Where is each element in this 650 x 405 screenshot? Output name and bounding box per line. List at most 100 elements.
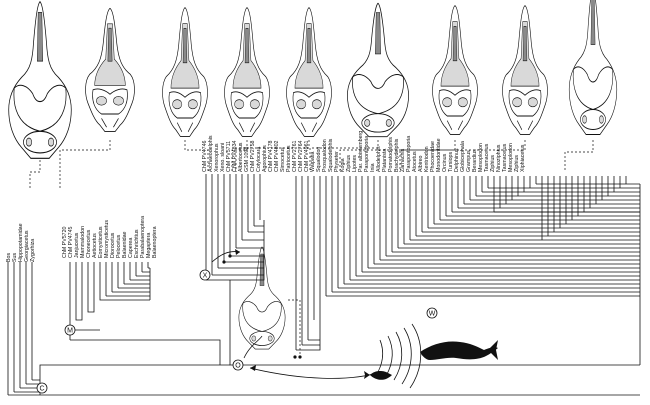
taxon-label: Chonecetus bbox=[86, 229, 92, 258]
taxon-label: Xenorophus bbox=[214, 143, 220, 172]
node-m: M bbox=[64, 324, 76, 336]
taxon-label: Grampus bbox=[466, 150, 472, 172]
node-o: O bbox=[232, 359, 244, 371]
node-c: C bbox=[36, 382, 48, 394]
taxon-label: Kentriodon bbox=[424, 146, 430, 172]
skull-kentriodon bbox=[502, 5, 548, 135]
taxon-label: Monodontidae bbox=[436, 138, 442, 172]
taxon-label: ChM PV4834 bbox=[232, 140, 238, 172]
taxon-label: ChM PV2761 bbox=[292, 140, 298, 172]
taxon-label: Orcinus bbox=[442, 153, 448, 172]
taxon-label: ChM PV4745 bbox=[68, 226, 74, 258]
taxon-label: Parapontoporia bbox=[406, 136, 412, 172]
taxon-label: Atocetus bbox=[412, 151, 418, 172]
phylogenetic-tree bbox=[7, 174, 641, 396]
taxon-label: ChM PV5711 bbox=[226, 141, 232, 172]
taxon-label: Parabalaenoptera bbox=[140, 216, 146, 258]
svg-text:O: O bbox=[235, 363, 241, 370]
taxon-label: Ziphius bbox=[490, 155, 496, 172]
taxon-label: Georgiacetus bbox=[24, 230, 30, 262]
skull-archaeodelphis bbox=[162, 7, 208, 137]
taxon-label: Tursiops bbox=[448, 152, 454, 172]
taxon-label: Kogia bbox=[340, 158, 346, 172]
taxon-label: ChM PV2764 bbox=[298, 140, 304, 172]
skull-patriocetus bbox=[346, 2, 410, 138]
skull-zygorhiza bbox=[8, 1, 72, 159]
whale-silhouette-icon bbox=[420, 340, 498, 360]
taxon-label: Ziphius bbox=[514, 155, 520, 172]
taxon-label: Waipatia bbox=[310, 152, 316, 172]
taxon-label: Agorophius bbox=[262, 145, 268, 172]
taxon-label: Xiphiacetus bbox=[520, 144, 526, 172]
taxon-label: Squalodon bbox=[316, 147, 322, 172]
taxon-label: Bos bbox=[6, 253, 12, 262]
taxon-label: Allodelphis bbox=[376, 146, 382, 172]
taxon-label: Ninoziphius bbox=[496, 144, 502, 172]
taxon-label: ChM PV2758 bbox=[250, 140, 256, 172]
taxon-label: Archaeodelphis bbox=[208, 135, 214, 172]
taxon-label: ChM PV4961 bbox=[304, 140, 310, 172]
taxon-label: Diorocetus bbox=[110, 232, 116, 258]
taxon-label: Patriocetus bbox=[286, 145, 292, 172]
taxon-label: Micromysticetus bbox=[104, 220, 110, 258]
taxon-label: Eomysticetus bbox=[98, 226, 104, 258]
taxon-label: Aetiocetus bbox=[92, 233, 98, 258]
taxon-label: ChM PV5720 bbox=[62, 226, 68, 258]
taxon-label: Albireo bbox=[418, 155, 424, 172]
taxon-label: Tasmacetus bbox=[484, 143, 490, 172]
taxon-label: Pomatodelphis bbox=[388, 137, 394, 172]
svg-text:M: M bbox=[67, 328, 73, 335]
taxon-label: Zygorhiza bbox=[30, 239, 36, 262]
taxon-label: Zarhachis bbox=[400, 148, 406, 172]
skull-mysticete-stem bbox=[85, 7, 135, 133]
taxon-label: Ziphius bbox=[346, 155, 352, 172]
taxon-label: ChM PV4802 bbox=[274, 140, 280, 172]
taxon-label: ChM PV4746 bbox=[202, 140, 208, 172]
echolocation-waves-icon bbox=[377, 323, 422, 389]
taxon-label: Par. albistemberg bbox=[358, 131, 364, 172]
taxon-label: Prosqualodon bbox=[322, 139, 328, 172]
taxon-label: ChM PV4178 bbox=[268, 140, 274, 172]
taxon-label: Eschrichtius bbox=[134, 229, 140, 258]
taxon-label: Hippopotamidae bbox=[18, 223, 24, 262]
taxon-label: Squalodelphis bbox=[328, 138, 334, 172]
taxon-label: Caperea bbox=[128, 238, 134, 258]
taxon-label: Parapontoporia bbox=[364, 136, 370, 172]
skull-xenorophus bbox=[224, 7, 270, 137]
node-dots bbox=[222, 254, 302, 359]
skull-connectors bbox=[29, 140, 594, 358]
node-x: X bbox=[199, 269, 211, 281]
taxon-label: Janjucetus bbox=[74, 232, 80, 258]
taxon-label: Mammalodon bbox=[80, 226, 86, 258]
taxon-label: Sus bbox=[12, 253, 18, 262]
taxon-label: Balaenidae bbox=[122, 231, 128, 258]
svg-text:X: X bbox=[203, 273, 208, 280]
taxon-label: Lipotes bbox=[352, 155, 358, 172]
taxon-label: Physeter bbox=[334, 151, 340, 172]
taxon-label: Pelocetus bbox=[116, 234, 122, 258]
taxon-label: Cotylocara bbox=[256, 147, 262, 172]
taxon-label: Balaenoptera bbox=[152, 226, 158, 258]
skull-delphinid bbox=[568, 0, 618, 135]
svg-text:W: W bbox=[429, 311, 436, 318]
taxon-label: Xeno. sloani bbox=[220, 143, 226, 172]
taxon-label: Brachydelphis bbox=[394, 138, 400, 172]
skull-squalodon bbox=[432, 5, 478, 135]
taxon-label: Berardius bbox=[472, 149, 478, 172]
fish-silhouette-icon bbox=[364, 371, 392, 380]
taxon-label: Phocoenidae bbox=[430, 141, 436, 172]
taxon-label: Globicephala bbox=[460, 141, 466, 172]
taxon-label: Megaptera bbox=[146, 233, 152, 258]
taxon-label: Tasmacetus bbox=[502, 143, 508, 172]
node-w: W bbox=[426, 307, 438, 319]
svg-text:C: C bbox=[39, 386, 44, 393]
taxon-label: Inia bbox=[370, 163, 376, 172]
taxon-label: Albertocetus bbox=[238, 142, 244, 172]
taxon-label: Mesoplodon bbox=[478, 143, 484, 172]
taxon-label: Platanista bbox=[382, 149, 388, 172]
taxon-label: GSM 1098 bbox=[244, 147, 250, 172]
skull-albertocetus bbox=[286, 7, 332, 137]
